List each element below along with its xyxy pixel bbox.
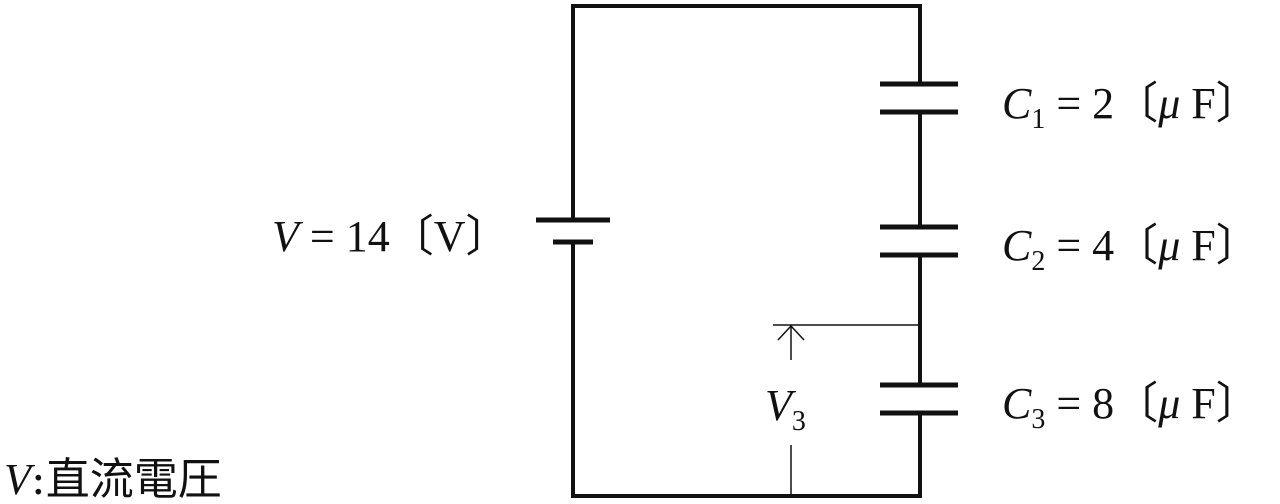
v3-measurement-marker (773, 324, 920, 496)
v3-label: V3 (765, 381, 806, 437)
circuit-wires (571, 4, 922, 498)
c3-label: C3 = 8〔μ F〕 (1002, 379, 1260, 435)
capacitor-c1 (880, 81, 958, 115)
capacitor-c2 (880, 224, 958, 258)
capacitor-c3 (880, 382, 958, 416)
source-voltage-label: V = 14〔V〕 (272, 212, 509, 261)
c1-label: C1 = 2〔μ F〕 (1002, 79, 1260, 135)
c2-label: C2 = 4〔μ F〕 (1002, 221, 1260, 277)
v3-arrow-head (777, 324, 805, 341)
legend-dc-voltage: V:直流電圧 (4, 454, 222, 504)
dc-source-symbol (536, 217, 610, 245)
